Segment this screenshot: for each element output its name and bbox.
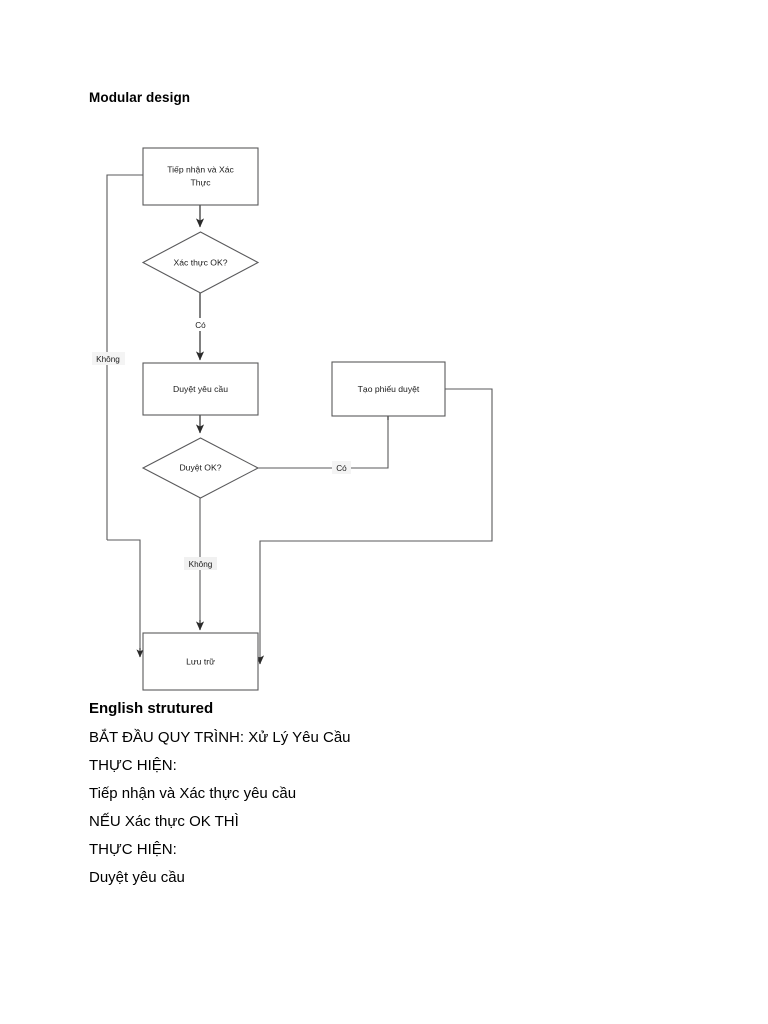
node-store-label: Lưu trữ (186, 657, 215, 667)
node-approve-label: Duyệt yêu cầu (173, 384, 228, 394)
edge-verify-no-left-route (107, 539, 141, 648)
edge-verify-no-left-riser (106, 174, 143, 540)
edge-label-verify-yes: Có (190, 318, 211, 331)
node-approve-ok[interactable]: Duyệt OK? (141, 437, 260, 499)
body-line: Tiếp nhận và Xác thực yêu cầu (89, 784, 297, 802)
node-verify-ok-label: Xác thực OK? (174, 258, 228, 268)
body-line: Duyệt yêu cầu (89, 868, 185, 886)
edge-label-approve-no-text: Không (189, 560, 213, 569)
edge-label-approve-no-bg (184, 557, 217, 570)
node-create-slip[interactable]: Tạo phiếu duyệt (331, 361, 446, 417)
edge-label-verify-yes-text: Có (195, 321, 206, 330)
node-verify-ok[interactable]: Xác thực OK? (141, 231, 260, 294)
node-store[interactable]: Lưu trữ (142, 632, 259, 691)
node-approve-box (142, 362, 259, 416)
node-store-box (142, 632, 259, 691)
node-receive-box (142, 147, 259, 206)
edge-create-slip-loop (259, 388, 493, 657)
node-receive-label-line2: Thực (190, 178, 211, 188)
node-approve-ok-diamond (141, 437, 260, 499)
edge-label-verify-no-text: Không (96, 355, 120, 364)
flowchart-diagram: Tiếp nhận và Xác Thực Xác thực OK? Duyệt… (0, 130, 560, 710)
edge-approve-yes-route (258, 420, 389, 469)
node-receive-label-line1: Tiếp nhận và Xác (167, 165, 234, 175)
edge-label-approve-yes: Có (332, 461, 351, 474)
section-title: English strutured (89, 700, 214, 717)
page-title: Modular design (89, 90, 191, 105)
edge-label-approve-no: Không (184, 557, 217, 570)
node-verify-ok-diamond (141, 231, 260, 294)
node-receive[interactable]: Tiếp nhận và Xác Thực (142, 147, 259, 206)
edge-label-approve-yes-bg (332, 461, 351, 474)
body-line: THỰC HIỆN: (89, 840, 177, 858)
edge-label-verify-yes-bg (190, 318, 211, 331)
edge-label-approve-yes-text: Có (336, 464, 347, 473)
structured-text-section: English strutured BẮT ĐẦU QUY TRÌNH: Xử … (89, 700, 709, 896)
body-line: THỰC HIỆN: (89, 756, 177, 774)
edge-label-verify-no-bg (92, 352, 125, 365)
node-create-slip-box (331, 361, 446, 417)
body-line: NẾU Xác thực OK THÌ (89, 812, 239, 830)
node-approve[interactable]: Duyệt yêu cầu (142, 362, 259, 416)
node-approve-ok-label: Duyệt OK? (179, 463, 221, 473)
node-create-slip-label: Tạo phiếu duyệt (358, 384, 420, 394)
body-line: BẮT ĐẦU QUY TRÌNH: Xử Lý Yêu Cầu (89, 728, 351, 746)
edge-label-verify-no: Không (92, 352, 125, 365)
